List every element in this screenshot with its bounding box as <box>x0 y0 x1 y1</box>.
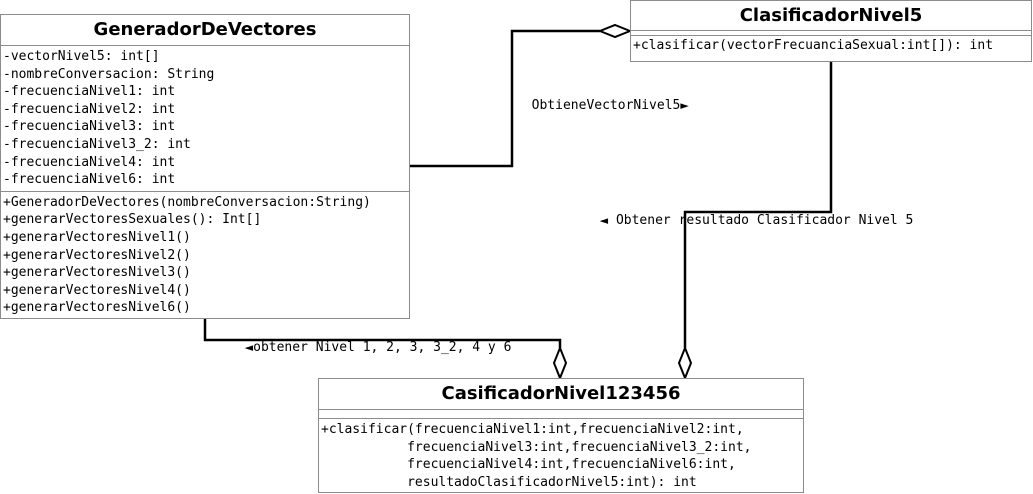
attributes-section: -vectorNivel5: int[] -nombreConversacion… <box>1 46 409 192</box>
operation: frecuenciaNivel3:int,frecuenciaNivel3_2:… <box>321 439 752 455</box>
operation: +generarVectoresNivel2() <box>3 247 191 263</box>
attribute: -vectorNivel5: int[] <box>3 49 160 64</box>
attribute: -frecuenciaNivel2: int <box>3 101 176 117</box>
class-casificador-nivel123456[interactable]: CasificadorNivel123456 +clasificar(frecu… <box>318 378 804 493</box>
assoc-label-obtener-niveles: ◄obtener Nivel 1, 2, 3, 3_2, 4 y 6 <box>229 324 512 356</box>
operations-section: +clasificar(vectorFrecuanciaSexual:int[]… <box>631 36 1031 57</box>
class-title: GeneradorDeVectores <box>1 15 409 46</box>
aggregation-diamond-123456-left <box>552 345 568 381</box>
direction-arrow-icon: ◄ <box>599 214 609 227</box>
operations-section: +GeneradorDeVectores(nombreConversacion:… <box>1 192 409 319</box>
assoc-label-obtiene-vector: ObtieneVectorNivel5► <box>516 82 689 114</box>
aggregation-diamond-123456-right <box>677 345 693 381</box>
operation: +clasificar(vectorFrecuanciaSexual:int[]… <box>633 38 994 53</box>
attributes-section-empty <box>631 31 1031 36</box>
operation: frecuenciaNivel4:int,frecuenciaNivel6:in… <box>321 457 736 473</box>
class-title: ClasificadorNivel5 <box>631 1 1031 31</box>
attribute: -frecuenciaNivel3: int <box>3 119 176 135</box>
assoc-name: Obtener resultado Clasificador Nivel 5 <box>615 213 914 228</box>
assoc-label-obtener-resultado: ◄ Obtener resultado Clasificador Nivel 5 <box>584 197 914 229</box>
class-clasificador-nivel5[interactable]: ClasificadorNivel5 +clasificar(vectorFre… <box>630 0 1032 62</box>
operation: resultadoClasificadorNivel5:int): int <box>321 474 697 490</box>
attribute: -frecuenciaNivel3_2: int <box>3 136 191 152</box>
attribute: -frecuenciaNivel1: int <box>3 84 176 100</box>
attribute: -frecuenciaNivel6: int <box>3 172 176 188</box>
attribute: -frecuenciaNivel4: int <box>3 154 176 170</box>
operation: +generarVectoresNivel6() <box>3 300 191 316</box>
operations-section: +clasificar(frecuenciaNivel1:int,frecuen… <box>319 419 803 493</box>
operation: +clasificar(frecuenciaNivel1:int,frecuen… <box>321 422 744 437</box>
assoc-obtener-resultado-line <box>683 61 833 348</box>
class-title: CasificadorNivel123456 <box>319 379 803 410</box>
operation: +generarVectoresNivel3() <box>3 265 191 281</box>
attributes-section-empty <box>319 410 803 419</box>
assoc-obtiene-vector-line <box>410 29 600 168</box>
assoc-name: obtener Nivel 1, 2, 3, 3_2, 4 y 6 <box>253 340 512 355</box>
class-generador-de-vectores[interactable]: GeneradorDeVectores -vectorNivel5: int[]… <box>0 14 410 319</box>
assoc-name: ObtieneVectorNivel5 <box>531 98 681 113</box>
operation: +generarVectoresSexuales(): Int[] <box>3 212 262 228</box>
operation: +generarVectoresNivel4() <box>3 282 191 298</box>
operation: +GeneradorDeVectores(nombreConversacion:… <box>3 194 371 210</box>
direction-arrow-icon: ◄ <box>244 341 254 354</box>
assoc-obtener-niveles-line <box>203 318 562 348</box>
operation: +generarVectoresNivel1() <box>3 229 191 245</box>
attribute: -nombreConversacion: String <box>3 66 215 82</box>
aggregation-diamond-clasificador5 <box>597 23 633 39</box>
direction-arrow-icon: ► <box>680 99 689 112</box>
